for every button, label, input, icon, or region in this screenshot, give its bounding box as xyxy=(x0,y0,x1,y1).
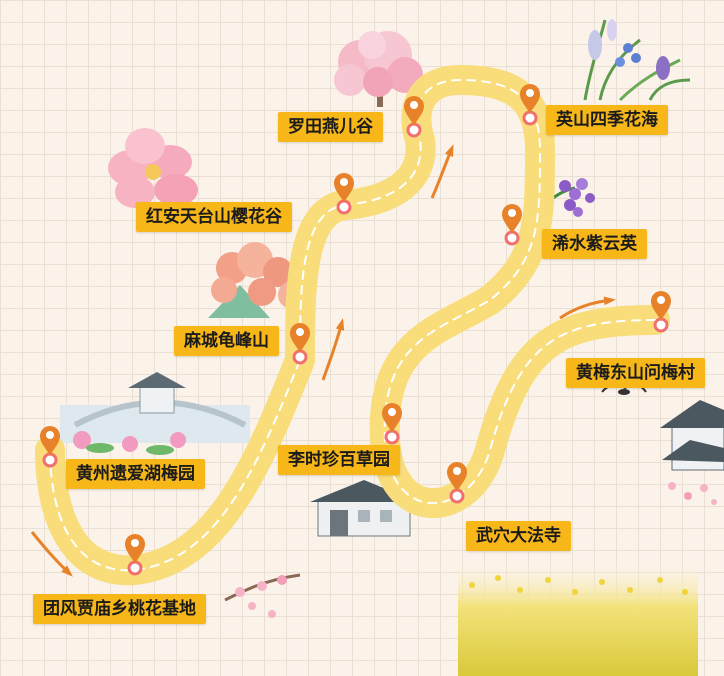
label-wuxue[interactable]: 武穴大法寺 xyxy=(466,521,571,551)
direction-arrow-icon xyxy=(559,296,616,320)
label-luotian[interactable]: 罗田燕儿谷 xyxy=(278,112,383,142)
label-yingshan[interactable]: 英山四季花海 xyxy=(546,105,668,135)
label-huangzhou[interactable]: 黄州遗爱湖梅园 xyxy=(66,459,205,489)
label-huangmei[interactable]: 黄梅东山问梅村 xyxy=(566,358,705,388)
pin-macheng-icon[interactable] xyxy=(290,323,310,365)
pin-yingshan-icon[interactable] xyxy=(520,84,540,126)
direction-arrows xyxy=(30,144,616,577)
direction-arrow-icon xyxy=(321,318,345,381)
pin-huangzhou-icon[interactable] xyxy=(40,426,60,468)
pin-wuxue-icon[interactable] xyxy=(447,462,467,504)
pavilion-bridge-icon xyxy=(60,372,250,455)
label-macheng[interactable]: 麻城龟峰山 xyxy=(174,326,279,356)
rapeseed-field-icon xyxy=(458,560,698,676)
direction-arrow-icon xyxy=(30,531,73,577)
route-path xyxy=(35,65,670,586)
pin-lishizhen-icon[interactable] xyxy=(382,403,402,445)
label-tuanfeng[interactable]: 团风贾庙乡桃花基地 xyxy=(33,594,206,624)
wildflowers-icon xyxy=(583,19,691,102)
pin-xishui-icon[interactable] xyxy=(502,204,522,246)
label-hongan[interactable]: 红安天台山樱花谷 xyxy=(136,202,292,232)
location-pins xyxy=(40,84,671,576)
plum-branch-icon xyxy=(224,573,301,618)
label-lishizhen[interactable]: 李时珍百草园 xyxy=(278,445,400,475)
pin-huangmei-icon[interactable] xyxy=(651,291,671,333)
peach-blossom-icon xyxy=(108,128,198,208)
label-xishui[interactable]: 浠水紫云英 xyxy=(542,229,647,259)
village-house-icon xyxy=(660,400,724,471)
pin-luotian-icon[interactable] xyxy=(404,96,424,138)
plum-flowers-icon xyxy=(668,482,717,505)
pin-tuanfeng-icon[interactable] xyxy=(125,534,145,576)
pin-hongan-icon[interactable] xyxy=(334,173,354,215)
direction-arrow-icon xyxy=(430,144,454,199)
